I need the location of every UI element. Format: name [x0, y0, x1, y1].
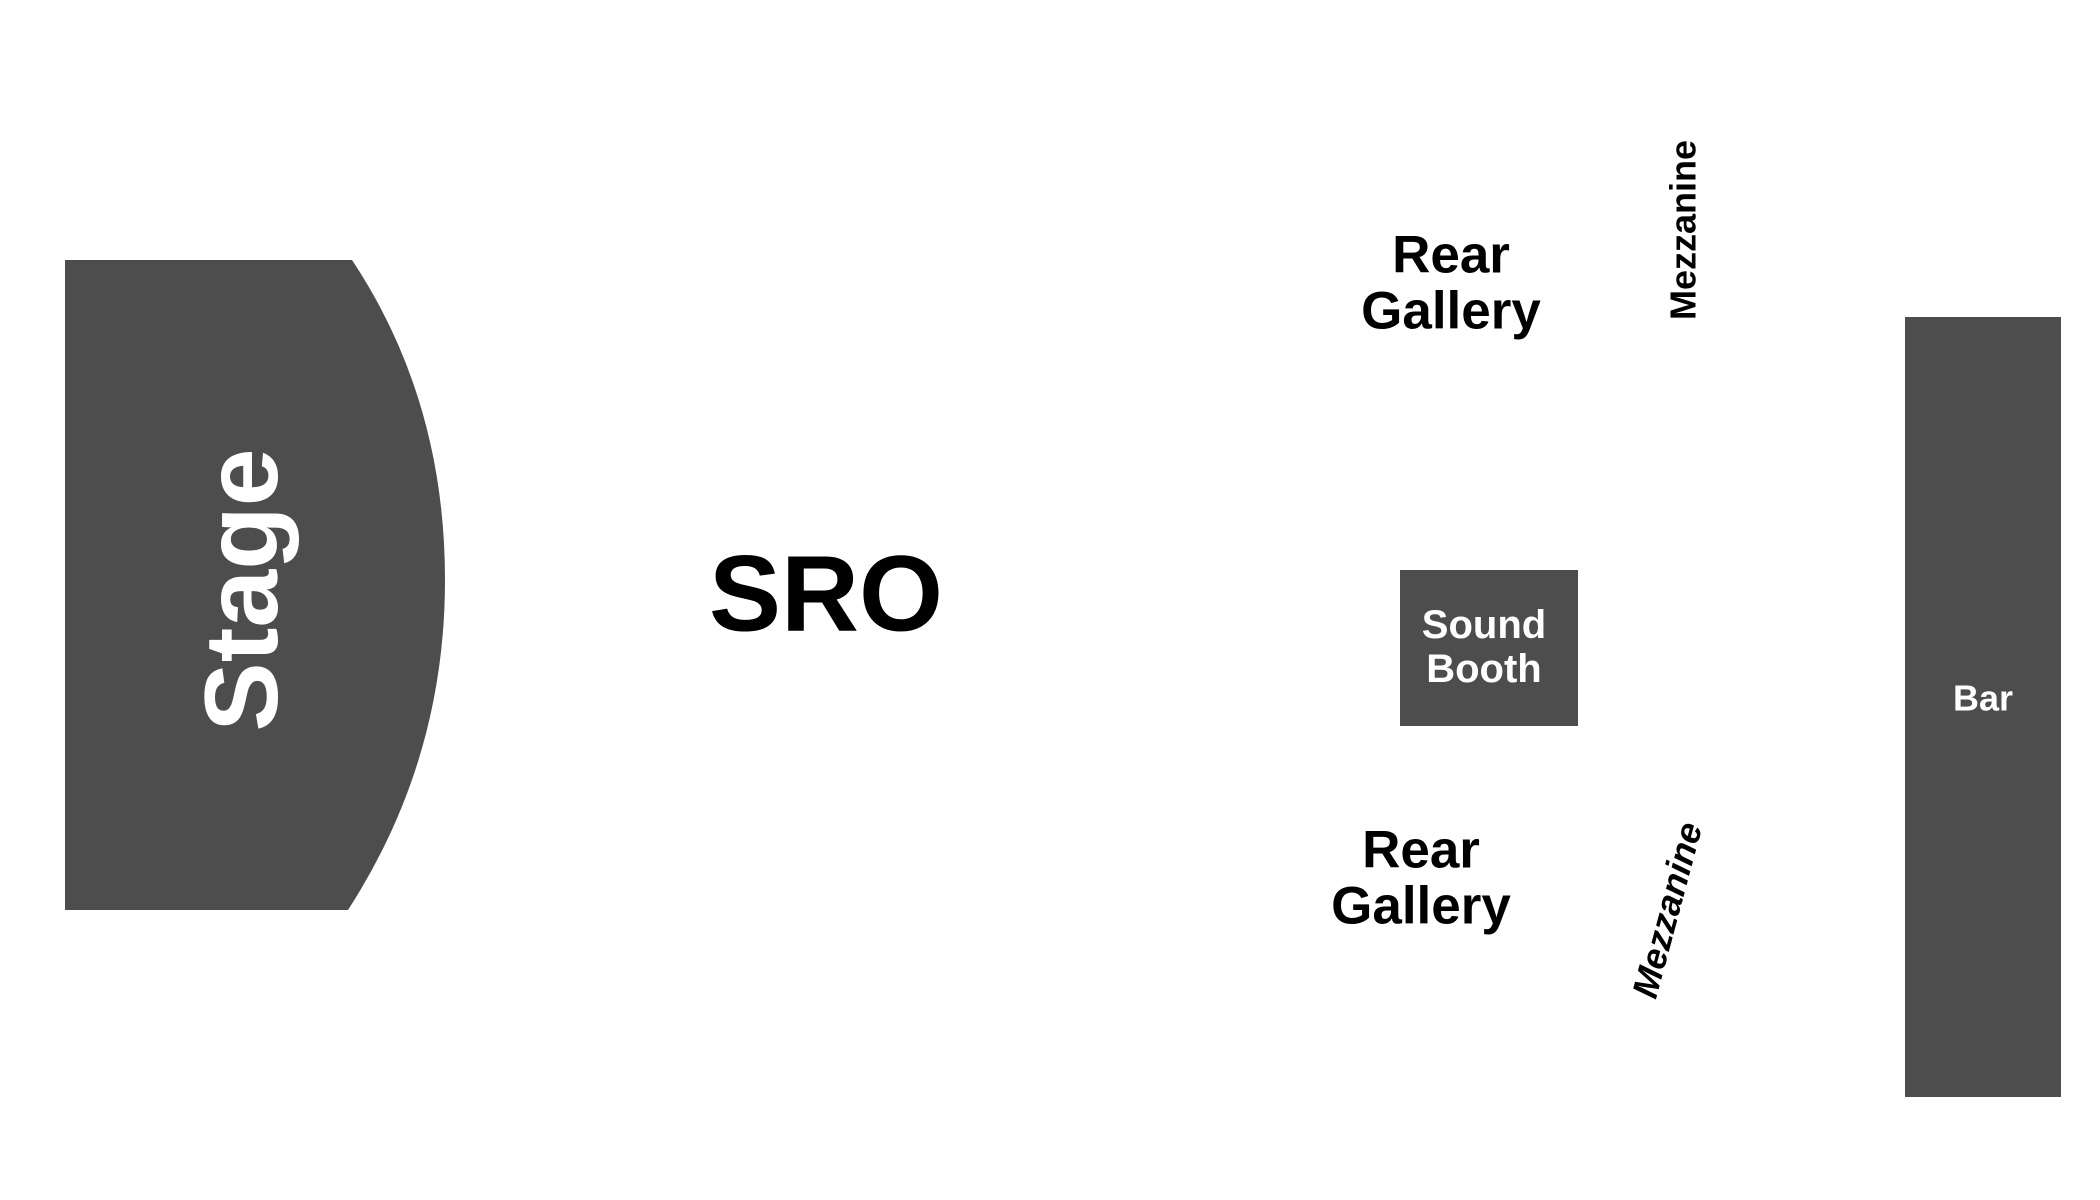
sro-label[interactable]: SRO — [709, 533, 943, 654]
stage-label: Stage — [184, 448, 300, 731]
rear-gallery-bottom-section[interactable]: Rear Gallery — [1331, 821, 1511, 936]
sound-booth-shape[interactable] — [1400, 570, 1578, 726]
sound-booth-label-line2: Booth — [1426, 647, 1542, 691]
bar-label: Bar — [1953, 678, 2013, 719]
rear-gallery-top-section[interactable]: Rear Gallery — [1361, 226, 1541, 341]
rear-gallery-bottom-label-line2: Gallery — [1331, 877, 1511, 936]
rear-gallery-top-label-line1: Rear — [1392, 226, 1510, 285]
bar-shape[interactable] — [1905, 317, 2061, 1097]
rear-gallery-bottom-label-line1: Rear — [1362, 821, 1480, 880]
bar-section[interactable]: Bar — [1905, 317, 2061, 1097]
mezzanine-top-label[interactable]: Mezzanine — [1663, 140, 1704, 320]
stage-section[interactable]: Stage — [65, 260, 445, 910]
sound-booth-label-line1: Sound — [1422, 603, 1546, 647]
stage-shape[interactable] — [65, 260, 445, 910]
mezzanine-bottom-label[interactable]: Mezzanine — [1624, 818, 1710, 1003]
rear-gallery-top-label-line2: Gallery — [1361, 282, 1541, 341]
sound-booth-section[interactable]: Sound Booth — [1400, 570, 1578, 726]
